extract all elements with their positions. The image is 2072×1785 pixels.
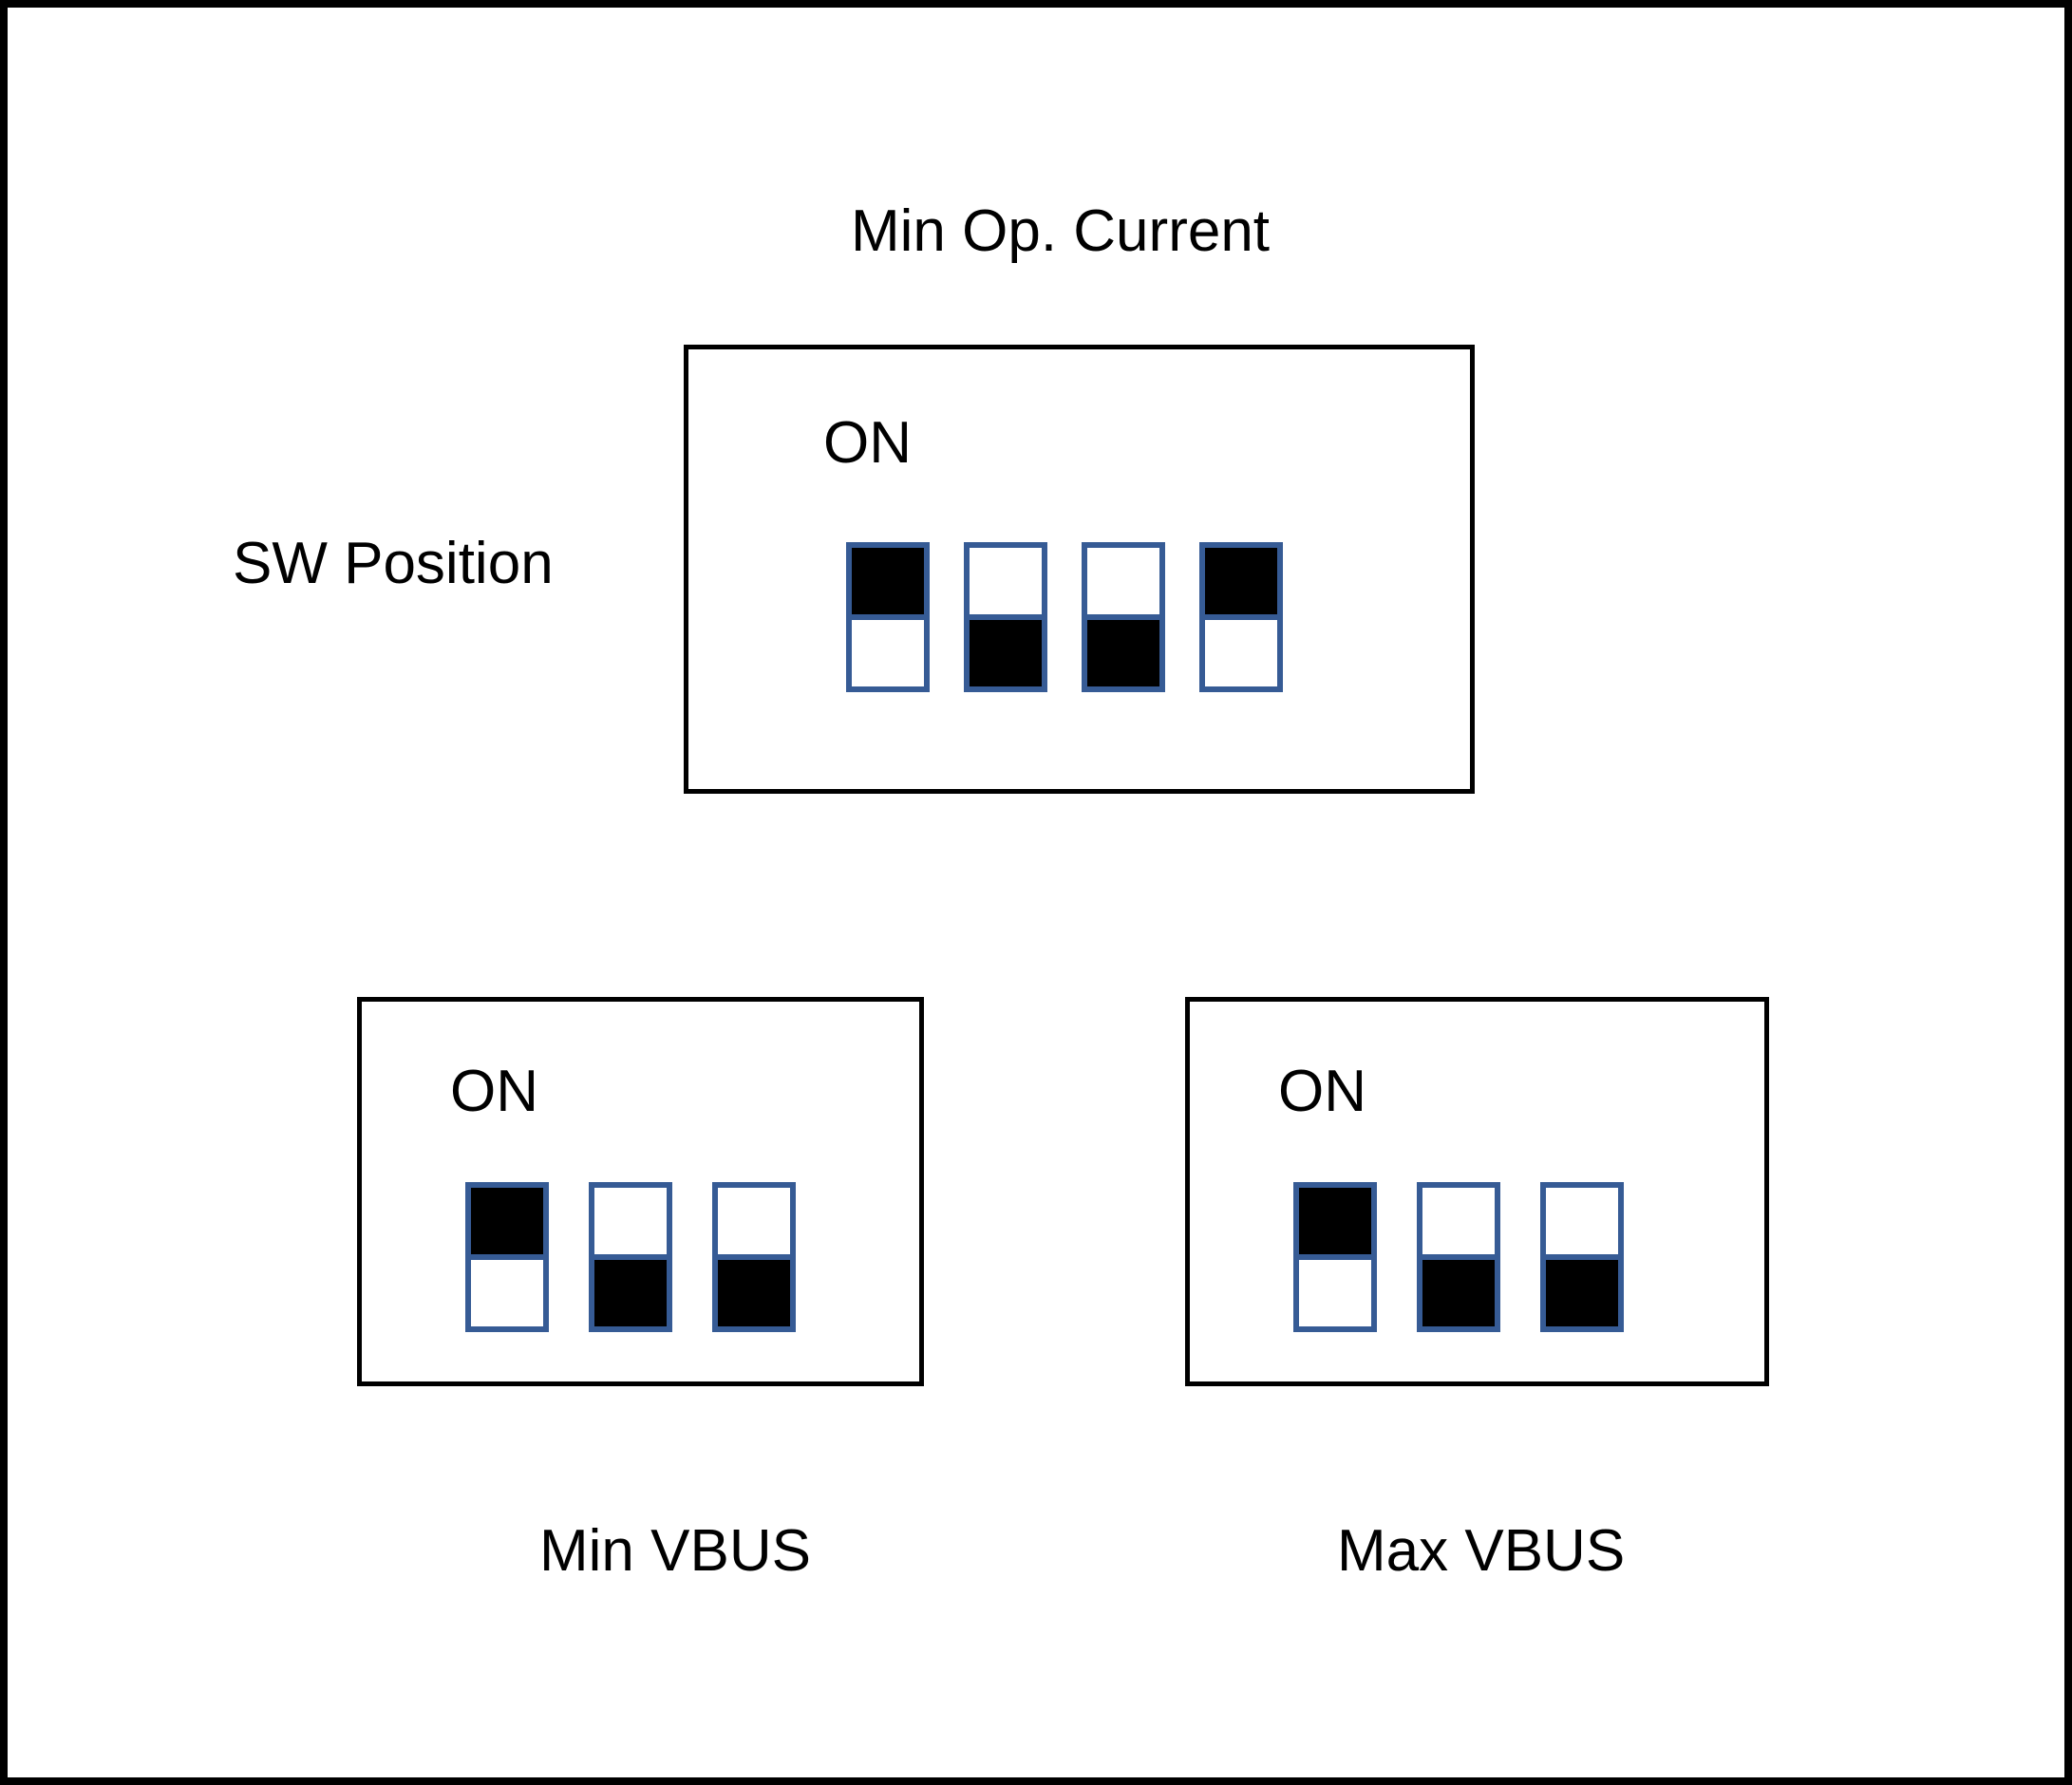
- dip-switch-3[interactable]: [1540, 1182, 1624, 1332]
- dip-switch-3[interactable]: [712, 1182, 796, 1332]
- dip-switch-1[interactable]: [465, 1182, 549, 1332]
- dip-switch-2[interactable]: [964, 542, 1047, 692]
- dip-switch-4[interactable]: [1199, 542, 1283, 692]
- dip-switch-3-top-cell: [1087, 548, 1159, 620]
- on-label-min-op-current: ON: [823, 410, 912, 476]
- dip-switch-2-top-cell: [970, 548, 1042, 620]
- dip-switch-2-bottom-cell: [594, 1260, 667, 1326]
- panel-min-op-current: ON: [684, 345, 1475, 794]
- dip-switch-3-bottom-cell: [1087, 620, 1159, 686]
- switch-row-min-op-current: [846, 542, 1283, 692]
- dip-switch-3-bottom-cell: [718, 1260, 790, 1326]
- dip-switch-1-top-cell: [471, 1188, 543, 1260]
- dip-switch-3-top-cell: [718, 1188, 790, 1260]
- dip-switch-1-bottom-cell: [471, 1260, 543, 1326]
- on-label-max-vbus: ON: [1278, 1059, 1366, 1124]
- dip-switch-2[interactable]: [1417, 1182, 1500, 1332]
- dip-switch-4-bottom-cell: [1205, 620, 1277, 686]
- sw-position-label: SW Position: [233, 531, 554, 596]
- dip-switch-1-top-cell: [852, 548, 924, 620]
- dip-switch-3-bottom-cell: [1546, 1260, 1618, 1326]
- panel-min-vbus: ON: [357, 997, 924, 1386]
- max-vbus-caption: Max VBUS: [1337, 1518, 1626, 1584]
- dip-switch-4-top-cell: [1205, 548, 1277, 620]
- switch-row-max-vbus: [1293, 1182, 1624, 1332]
- dip-switch-3[interactable]: [1082, 542, 1165, 692]
- dip-switch-2[interactable]: [589, 1182, 672, 1332]
- dip-switch-2-bottom-cell: [970, 620, 1042, 686]
- dip-switch-3-top-cell: [1546, 1188, 1618, 1260]
- on-label-min-vbus: ON: [450, 1059, 538, 1124]
- dip-switch-1[interactable]: [1293, 1182, 1377, 1332]
- panel-max-vbus: ON: [1185, 997, 1769, 1386]
- dip-switch-1-bottom-cell: [852, 620, 924, 686]
- dip-switch-1-bottom-cell: [1299, 1260, 1371, 1326]
- min-vbus-caption: Min VBUS: [539, 1518, 811, 1584]
- dip-switch-1-top-cell: [1299, 1188, 1371, 1260]
- switch-row-min-vbus: [465, 1182, 796, 1332]
- dip-switch-2-top-cell: [594, 1188, 667, 1260]
- dip-switch-2-top-cell: [1422, 1188, 1495, 1260]
- dip-switch-1[interactable]: [846, 542, 930, 692]
- min-op-current-title: Min Op. Current: [851, 198, 1271, 264]
- dip-switch-2-bottom-cell: [1422, 1260, 1495, 1326]
